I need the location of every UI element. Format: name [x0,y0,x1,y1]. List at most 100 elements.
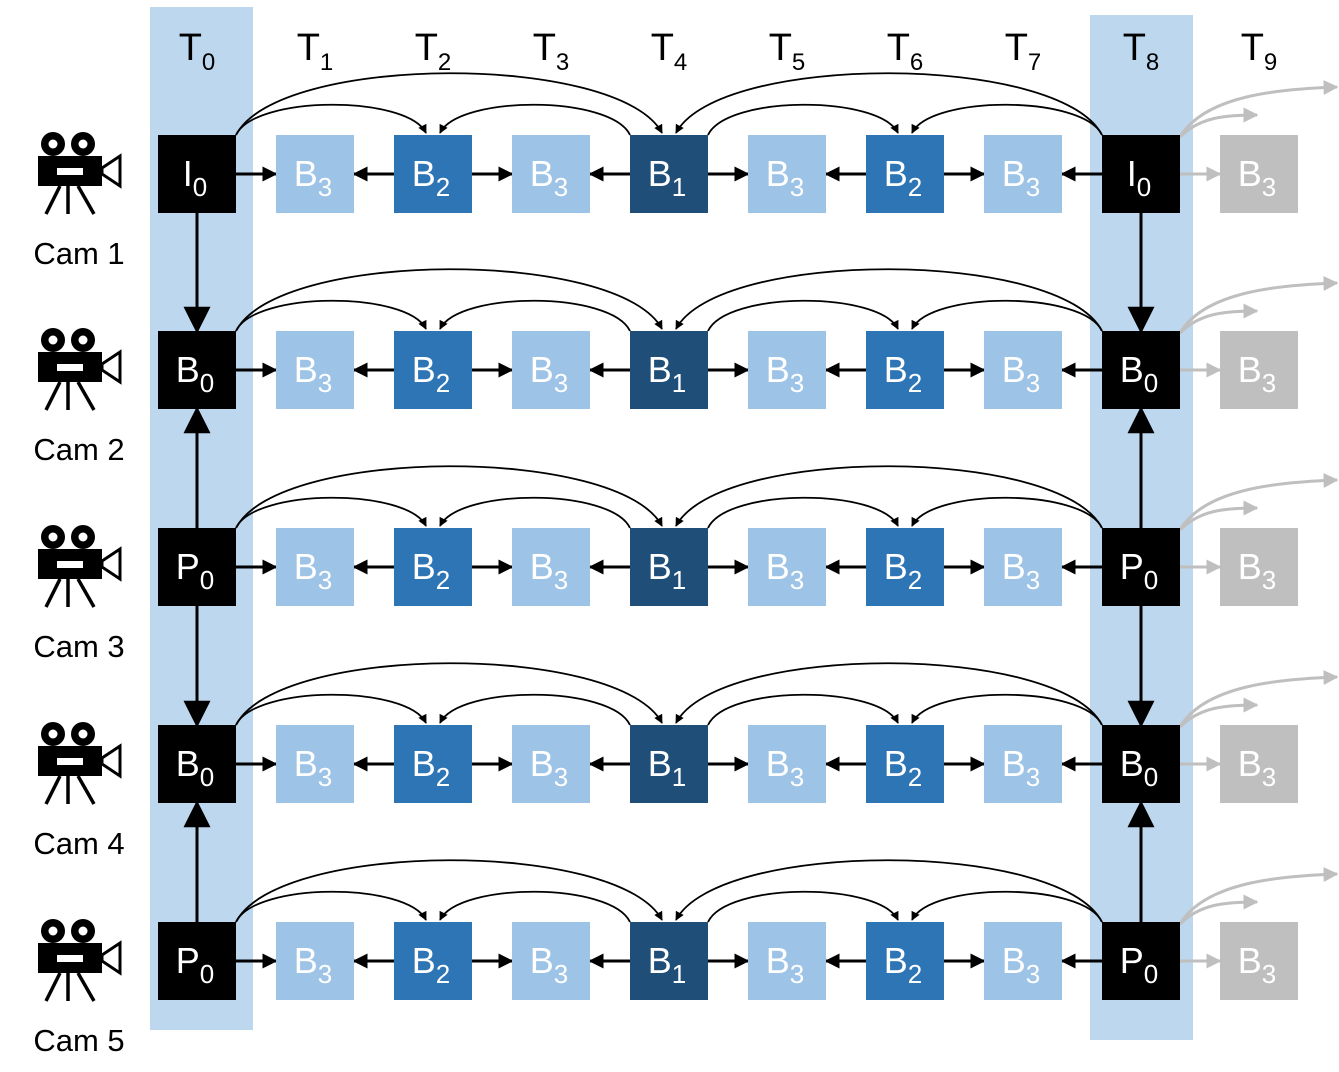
frame-label: B1 [648,153,686,202]
frame-box [512,528,590,606]
frame-label: B1 [648,546,686,595]
frame-box [158,135,236,213]
frame-label: B3 [530,940,568,989]
movie-camera-icon [38,132,122,215]
frame-label: B3 [294,546,332,595]
reference-arc [235,890,427,923]
time-label-t6: T6 [887,27,924,76]
prediction-arrows [183,72,1339,969]
frame-box [984,135,1062,213]
frame-box [748,725,826,803]
frame-b2: B2 [866,725,944,803]
reference-arc [439,103,631,136]
frame-label: B2 [884,546,922,595]
frame-b2: B2 [394,331,472,409]
frame-b3: B3 [984,922,1062,1000]
next-gop-arc [1178,894,1259,926]
frame-box [748,135,826,213]
frame-label: B3 [1238,349,1276,398]
frame-b3: B3 [276,725,354,803]
frame-box [630,528,708,606]
reference-arc [911,890,1103,923]
frame-p0: P0 [158,922,236,1000]
movie-camera-icon [38,328,122,411]
frame-box [1220,922,1298,1000]
frame-label: B3 [530,153,568,202]
frame-b3: B3 [512,331,590,409]
frame-label: B3 [766,940,804,989]
frame-box [1102,135,1180,213]
camera-label: Cam 5 [33,1023,124,1058]
frame-label: B3 [1002,153,1040,202]
reference-arc [235,72,663,136]
camera-label: Cam 4 [33,826,124,861]
frame-label: B3 [766,349,804,398]
frame-label: B0 [1120,743,1158,792]
frame-box [866,922,944,1000]
frame-b3: B3 [1220,922,1298,1000]
frame-box [394,922,472,1000]
next-gop-arc [1178,669,1339,728]
frame-box [1220,331,1298,409]
frame-b3: B3 [512,725,590,803]
frame-b3: B3 [276,331,354,409]
frame-box [512,725,590,803]
frame-b2: B2 [394,135,472,213]
frame-label: I0 [1127,153,1151,202]
reference-arc [675,465,1103,529]
frame-box [866,725,944,803]
reference-arc [675,859,1103,923]
reference-arc [235,662,663,726]
reference-arc [439,890,631,923]
frame-label: B2 [412,349,450,398]
frame-label: B3 [1002,743,1040,792]
frame-label: I0 [183,153,207,202]
frame-b3: B3 [1220,331,1298,409]
movie-camera-icon [38,525,122,608]
reference-arc [235,693,427,726]
frame-label: B3 [1002,940,1040,989]
frame-box [984,331,1062,409]
frame-b2: B2 [866,922,944,1000]
frame-box [512,135,590,213]
frame-label: B0 [176,743,214,792]
frame-label: B3 [1002,349,1040,398]
reference-arc [675,72,1103,136]
frame-box [1102,725,1180,803]
frame-b3: B3 [984,331,1062,409]
frame-b3: B3 [984,135,1062,213]
time-label-t5: T5 [769,27,806,76]
frame-label: B1 [648,940,686,989]
time-label-t9: T9 [1241,27,1278,76]
frame-label: B2 [884,349,922,398]
frame-box [512,922,590,1000]
frame-label: B3 [766,153,804,202]
reference-arc [675,268,1103,332]
frame-box [512,331,590,409]
frame-label: B3 [530,349,568,398]
frame-box [748,528,826,606]
time-label-t4: T4 [651,27,688,76]
frame-box [276,528,354,606]
time-label-t1: T1 [297,27,334,76]
next-gop-arc [1178,107,1259,139]
frame-box [394,135,472,213]
reference-arc [439,496,631,529]
frame-box [748,922,826,1000]
reference-arc [911,693,1103,726]
frame-box [1220,725,1298,803]
frame-label: B3 [766,546,804,595]
frame-b1: B1 [630,528,708,606]
reference-arc [439,299,631,332]
time-label-t0: T0 [179,27,216,76]
frame-b0: B0 [1102,725,1180,803]
frame-b3: B3 [748,135,826,213]
reference-arc [911,299,1103,332]
frame-b3: B3 [748,725,826,803]
frame-b1: B1 [630,331,708,409]
frame-box [1102,528,1180,606]
frame-label: B3 [294,349,332,398]
frame-box [630,922,708,1000]
next-gop-arc [1178,79,1339,138]
